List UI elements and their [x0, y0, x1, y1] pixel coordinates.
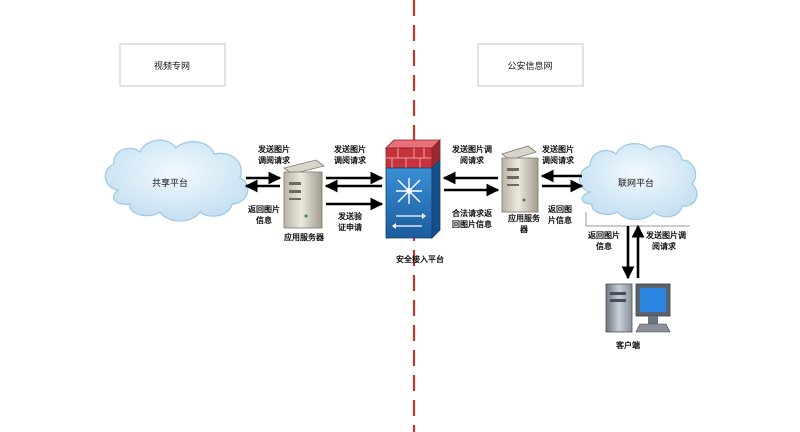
internet-platform-cloud: 联网平台	[578, 143, 698, 221]
label-r2-send-1: 发送图片	[541, 144, 574, 154]
internet-platform-label: 联网平台	[618, 177, 654, 189]
label-v-send-2: 阅请求	[652, 241, 677, 251]
label-r1-send-1: 发送图片调	[451, 144, 492, 154]
label-l1-send-1: 发送图片	[257, 144, 290, 154]
label-l2-verify-2: 证申请	[338, 222, 362, 232]
left-app-server-icon	[283, 159, 325, 229]
gateway-label: 安全接入平台	[396, 254, 444, 264]
zone-left-box: 视频专网	[119, 43, 226, 87]
label-l1-return-1: 返回图片	[248, 204, 280, 214]
label-r2-send-2: 调阅请求	[542, 155, 575, 165]
label-v-return-1: 返回图片	[588, 230, 620, 240]
client-label: 客户端	[615, 340, 640, 350]
share-platform-label: 共享平台	[152, 177, 188, 189]
zone-right-label: 公安信息网	[507, 60, 552, 72]
share-platform-cloud: 共享平台	[104, 139, 249, 222]
right-app-server-icon	[501, 145, 539, 213]
client-computer-icon	[605, 283, 671, 333]
label-l2-verify-1: 发送验	[337, 211, 363, 221]
right-app-server-label-line2: 器	[519, 225, 529, 234]
label-v-return-2: 信息	[596, 241, 612, 251]
label-r1-return-2: 回图片信息	[452, 219, 492, 229]
label-l2-send-2: 调阅请求	[334, 155, 367, 165]
right-cloud-bracket	[585, 212, 690, 227]
label-v-send-1: 发送图片调	[645, 230, 686, 240]
right-app-server-label-line1: 应用服务	[508, 213, 541, 223]
label-r1-return-1: 合法请求返	[451, 208, 492, 218]
label-r2-return-1: 返回图	[548, 204, 572, 214]
label-l2-send-1: 发送图片	[333, 144, 366, 154]
label-l1-return-2: 信息	[256, 215, 272, 225]
label-r1-send-2: 阅请求	[460, 155, 485, 165]
zone-left-label: 视频专网	[154, 60, 190, 72]
zone-right-box: 公安信息网	[477, 43, 584, 87]
left-app-server-label: 应用服务器	[284, 232, 325, 242]
switch-icon	[385, 159, 441, 239]
label-l1-send-2: 调阅请求	[258, 155, 291, 165]
label-r2-return-2: 片信息	[548, 215, 572, 225]
firewall-icon	[385, 139, 441, 169]
